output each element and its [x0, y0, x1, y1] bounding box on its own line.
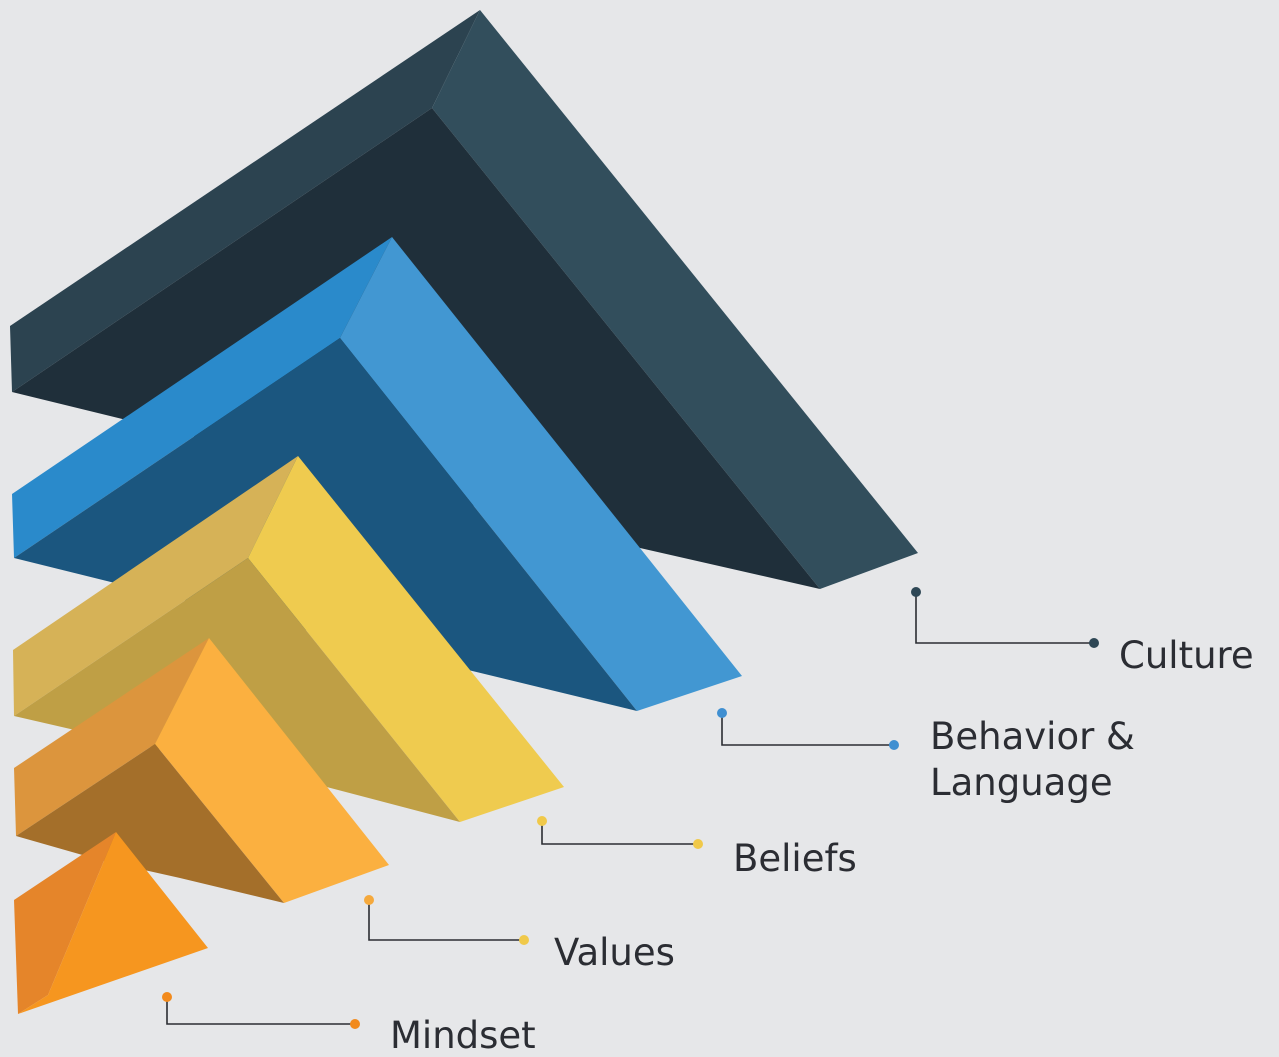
behavior-label-line-2: Language	[930, 761, 1113, 804]
behavior-top-face	[12, 237, 392, 558]
values-right-face	[155, 638, 389, 903]
connector-beliefs	[537, 816, 703, 849]
label-beliefs: Beliefs	[733, 836, 857, 882]
values-front-face	[16, 744, 284, 903]
beliefs-connector-dot-start	[537, 816, 547, 826]
mindset-connector-dot-end	[350, 1019, 360, 1029]
beliefs-right-face	[248, 456, 564, 822]
values-label-line-1: Values	[554, 931, 675, 974]
layer-mindset	[14, 832, 208, 1014]
connector-mindset	[162, 992, 360, 1029]
behavior-connector-dot-end	[889, 740, 899, 750]
layer-values	[14, 638, 389, 903]
behavior-connector-dot-start	[717, 708, 727, 718]
beliefs-connector-line	[541, 821, 698, 845]
culture-right-face	[432, 10, 918, 589]
culture-connector-line	[915, 592, 1094, 644]
culture-label-line-1: Culture	[1119, 634, 1254, 677]
values-connector-line	[368, 900, 524, 941]
label-behavior-language: Behavior & Language	[930, 714, 1135, 806]
mindset-connector-dot-start	[162, 992, 172, 1002]
mindset-label-line-1: Mindset	[390, 1014, 536, 1057]
mindset-right-face	[18, 832, 208, 1014]
label-mindset: Mindset	[390, 1013, 536, 1057]
beliefs-connector-dot-end	[693, 839, 703, 849]
values-top-face	[14, 638, 209, 836]
values-connector-dot-end	[519, 935, 529, 945]
connector-values	[364, 895, 529, 945]
culture-connector-dot-start	[911, 587, 921, 597]
mindset-connector-line	[166, 997, 355, 1025]
label-culture: Culture	[1119, 633, 1254, 679]
behavior-label-line-1: Behavior &	[930, 715, 1135, 758]
values-connector-dot-start	[364, 895, 374, 905]
label-values: Values	[554, 930, 675, 976]
mindset-left-face	[14, 832, 116, 1014]
beliefs-top-face	[13, 456, 298, 716]
connector-culture	[911, 587, 1099, 648]
beliefs-label-line-1: Beliefs	[733, 837, 857, 880]
behavior-connector-line	[721, 713, 894, 746]
connector-behavior	[717, 708, 899, 750]
behavior-right-face	[340, 237, 742, 711]
culture-top-face	[10, 10, 480, 392]
culture-connector-dot-end	[1089, 638, 1099, 648]
